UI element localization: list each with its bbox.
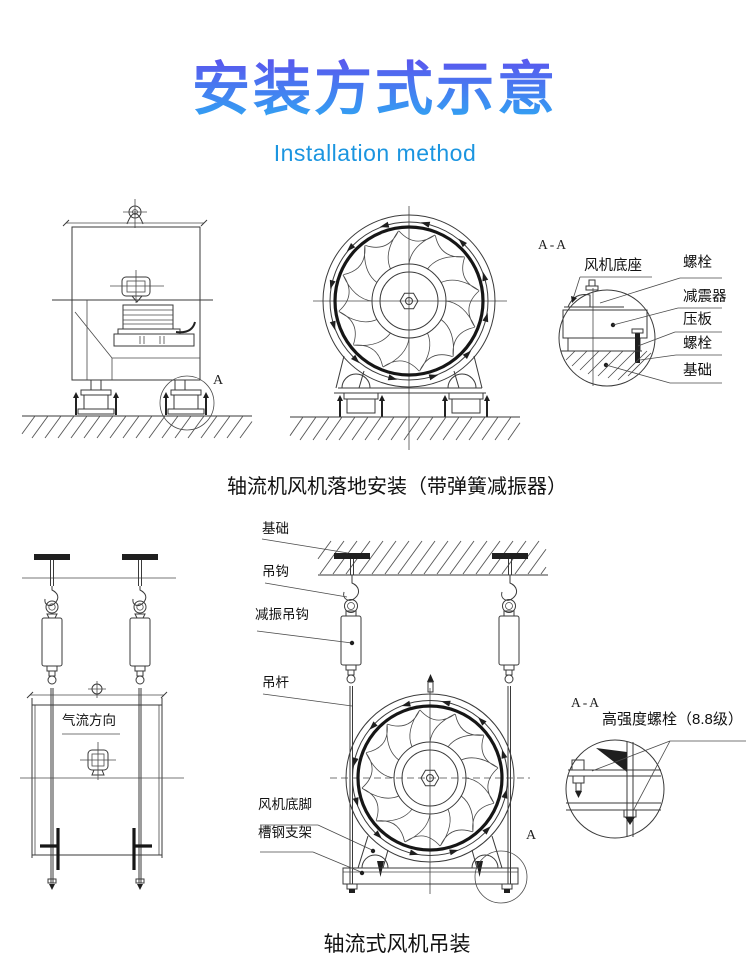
spring-mount-right [163, 379, 209, 415]
page-subtitle: Installation method [273, 140, 477, 166]
spring-mount-right [442, 392, 490, 417]
label-channel-steel-bracket: 槽钢支架 [258, 825, 312, 840]
ceiling-anchors [22, 554, 176, 586]
damper-hanger-right [129, 586, 151, 883]
spring-mount-left [337, 392, 385, 417]
motor [113, 304, 196, 347]
detail-circle-A [474, 850, 528, 904]
hoist-install-front-view-drawing [256, 538, 548, 904]
view-label-a-a-top: A-A [538, 237, 568, 252]
foundation-hatch [561, 350, 652, 381]
view-label-a-a-bottom: A-A [571, 695, 601, 710]
fan-wheel [345, 693, 515, 863]
foundation-ground [21, 415, 253, 439]
high-strength-bolt-bottom [620, 809, 640, 825]
caption-floor-installation: 轴流机风机落地安装（带弹簧减振器） [227, 476, 567, 498]
floor-install-side-view-drawing [21, 199, 253, 439]
label-pressure-plate: 压板 [683, 312, 712, 328]
floor-install-detail-drawing [558, 276, 722, 387]
foundation-ground [289, 416, 521, 441]
damper-right [498, 610, 520, 884]
hoist-install-side-view-drawing [20, 554, 184, 890]
fan-wheel [322, 214, 496, 388]
label-damping-hanger: 减振吊钩 [255, 607, 309, 622]
label-foundation: 基础 [683, 363, 712, 379]
gusset-plate [596, 748, 627, 772]
pressure-plate [567, 337, 641, 352]
anchor-bolt [635, 333, 640, 363]
label-hanger-rod: 吊杆 [262, 675, 289, 690]
floor-install-front-view-drawing [289, 206, 521, 450]
label-bolt-2: 螺栓 [683, 336, 712, 352]
detail-circle-A [159, 375, 215, 431]
motor-symbol [80, 742, 116, 780]
caption-hoist-installation: 轴流式风机吊装 [323, 932, 471, 956]
fan-casing-box [26, 681, 168, 858]
junction-box [110, 270, 164, 303]
hook-left [343, 575, 360, 613]
label-shock-absorber: 减震器 [683, 289, 727, 305]
leader-lines [256, 538, 376, 876]
leader-lines [591, 740, 746, 812]
label-high-strength-bolt: 高强度螺栓（8.8级） [602, 711, 743, 728]
label-fan-foot: 风机底脚 [258, 797, 312, 812]
high-strength-bolt-side [571, 759, 585, 798]
label-airflow-direction: 气流方向 [62, 713, 116, 728]
section-marker-a-bottom: A [526, 828, 537, 843]
fan-base-foot [564, 279, 624, 311]
hoist-install-detail-drawing [565, 739, 746, 839]
detail-circle [558, 289, 656, 387]
detail-circle [565, 739, 665, 839]
hook-right [501, 575, 518, 613]
lifting-eyebolt [123, 199, 147, 228]
shock-absorber-block [562, 309, 648, 339]
channel-steel-support [342, 835, 519, 893]
label-hook: 吊钩 [262, 564, 289, 579]
label-foundation-hoist: 基础 [262, 521, 289, 536]
casing-interior [74, 300, 200, 380]
damper-left [340, 610, 362, 884]
clamp-brackets [40, 828, 152, 870]
leader-lines [571, 276, 722, 384]
damper-hanger-left [41, 586, 63, 883]
page-title: 安装方式示意 [0, 58, 750, 122]
section-marker-a-top: A [213, 373, 224, 388]
ceiling [317, 540, 548, 576]
label-bolt-1: 螺栓 [683, 255, 712, 271]
label-fan-base: 风机底座 [584, 258, 642, 274]
spring-mount-left [73, 379, 119, 415]
